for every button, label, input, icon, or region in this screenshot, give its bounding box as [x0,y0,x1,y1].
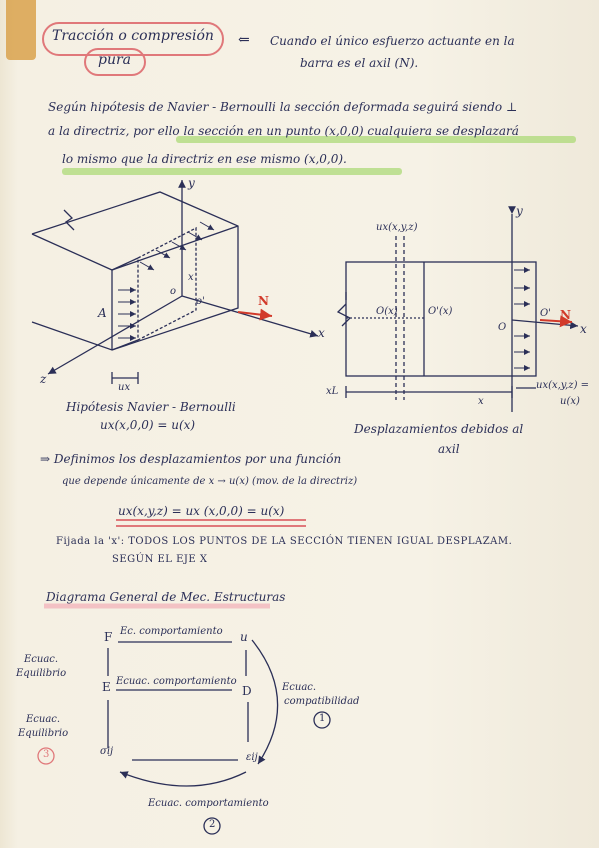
arrow-left-icon: ⇐ [238,32,250,48]
right-axis-x: x [580,322,587,336]
left-eq1-line1: Ecuac. [24,654,59,665]
right-force-N: N [560,308,571,322]
binder-clip [6,0,36,60]
prism-figure [31,180,319,384]
circle-3-label: 3 [43,749,50,760]
node-eij: εij [246,752,258,763]
left-eq2-line2: Equilibrio [18,728,69,739]
note-line-2: SEGÚN EL EJE X [112,554,208,565]
hypothesis-line-1: Según hipótesis de Navier - Bernoulli la… [48,100,518,114]
left-caption-2: ux(x,0,0) = u(x) [100,418,196,432]
left-axis-z: z [40,372,47,386]
highlight-green-2 [62,168,402,175]
left-point-o-prime: o' [196,296,205,307]
circle-1-label: 1 [319,713,326,724]
ec-comp-bottom: Ecuac. comportamiento [148,798,269,809]
note-line-1: Fijada la 'x': TODOS LOS PUNTOS DE LA SE… [56,536,513,547]
left-axis-y: y [188,176,195,190]
title-highlight-2 [84,48,146,76]
node-D: D [242,684,252,698]
right-point-Oprime: O' [540,308,551,319]
section-title-2: pura [98,52,132,68]
left-eq2-line1: Ecuac. [26,714,61,725]
left-point-o: o [170,286,177,297]
definition-line-2: barra es el axil (N). [300,56,419,70]
right-point-Ox: O(x) [376,306,398,317]
node-sij: σij [100,746,114,757]
ec-comp-top: Ec. comportamiento [120,626,223,637]
left-force-N: N [258,294,269,308]
definition-step-2: que depende únicamente de x → u(x) (mov.… [62,476,358,487]
right-point-O: O [498,322,507,333]
right-label-u: u(x) [560,396,580,407]
ec-comp-mid: Ecuac. comportamiento [116,676,237,687]
right-point-Oprime-x: O'(x) [428,306,453,317]
displacement-equation: ux(x,y,z) = ux (x,0,0) = u(x) [118,504,285,518]
left-ux-label: ux [118,382,131,393]
left-point-x: x [188,272,194,283]
circle-2-label: 2 [209,819,216,830]
definition-step-1: ⇒ Definimos los desplazamientos por una … [40,452,342,466]
left-eq1-line2: Equilibrio [16,668,67,679]
definition-line-1: Cuando el único esfuerzo actuante en la [270,34,515,48]
node-E: E [102,680,111,694]
right-caption-1: Desplazamientos debidos al [354,422,524,436]
right-label-ux: ux(x,y,z) = [536,380,590,391]
left-axis-x: x [318,326,325,340]
right-axis-y: y [516,204,523,218]
right-xL-label: xL [326,386,339,397]
highlight-green-1 [176,136,576,143]
right-caption-2: axil [438,442,460,456]
diagram-title: Diagrama General de Mec. Estructuras [46,590,286,604]
structural-diagram [37,639,331,835]
right-top-label: ux(x,y,z) [376,222,418,233]
left-caption-1: Hipótesis Navier - Bernoulli [66,400,236,414]
left-point-A: A [98,306,107,320]
right-compat-line2: compatibilidad [284,696,360,707]
section-title: Tracción o compresión [52,28,214,44]
hypothesis-line-3: lo mismo que la directriz en ese mismo (… [62,152,347,166]
node-F: F [104,630,113,644]
right-compat-line1: Ecuac. [282,682,317,693]
right-x-label: x [478,396,484,407]
node-u: u [240,630,248,644]
hypothesis-line-2: a la directriz, por ello la sección en u… [48,124,519,138]
